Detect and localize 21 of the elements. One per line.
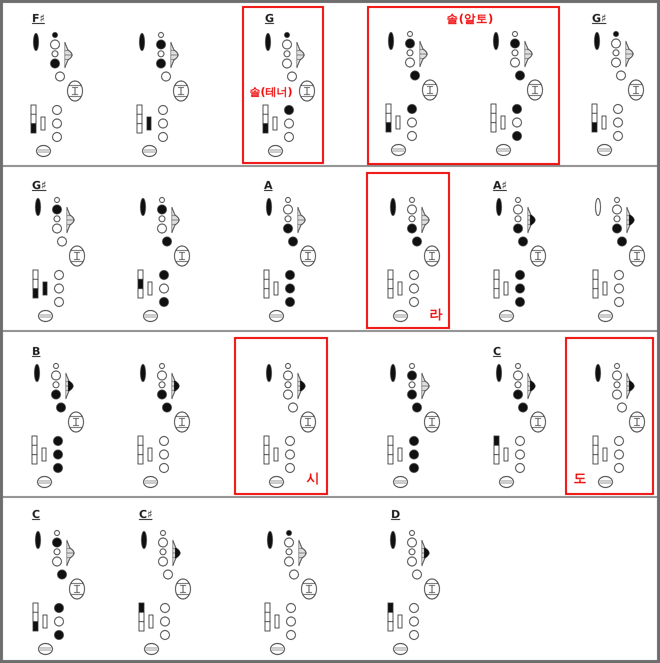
note-label: F♯ — [32, 12, 45, 25]
note-label: A♯ — [493, 179, 507, 192]
solfege-label: 라 — [430, 308, 442, 322]
solfege-label: 시 — [306, 472, 320, 486]
highlight-box — [366, 172, 450, 329]
note-label: C♯ — [139, 508, 152, 521]
highlight-box — [234, 337, 328, 495]
note-label: C — [493, 345, 502, 358]
note-label: B — [32, 345, 40, 358]
note-label: G — [265, 12, 274, 25]
highlight-box — [242, 6, 324, 164]
note-label: A — [264, 179, 273, 192]
solfege-label: 솔(테너) — [249, 86, 293, 98]
note-label: G♯ — [32, 179, 46, 192]
solfege-label: 솔(알토) — [446, 12, 494, 26]
highlight-box — [367, 6, 560, 165]
solfege-label: 도 — [574, 472, 586, 486]
note-label: G♯ — [592, 12, 606, 25]
note-label: C — [32, 508, 40, 521]
note-label: D — [391, 508, 400, 521]
highlight-box — [565, 337, 654, 495]
